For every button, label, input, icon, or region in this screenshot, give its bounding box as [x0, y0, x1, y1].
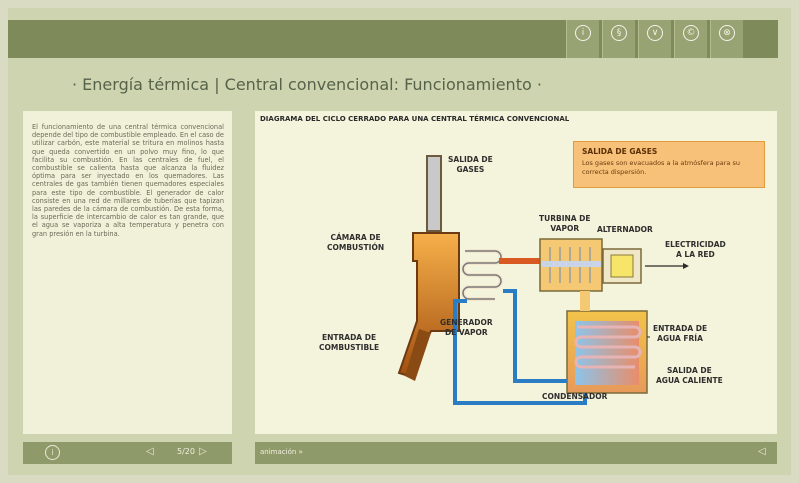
close-icon: ⊗ [719, 25, 735, 41]
water-loop [453, 299, 587, 405]
label-generador: GENERADOR DE VAPOR [440, 318, 493, 337]
info-box-title: SALIDA DE GASES [582, 147, 658, 156]
description-text: El funcionamiento de una central térmica… [32, 123, 224, 238]
power-plant-diagram [397, 155, 689, 405]
label-alternador: ALTERNADOR [597, 225, 653, 234]
page-indicator: 5/20 [177, 447, 195, 456]
page-title: · Energía térmica | Central convencional… [72, 75, 542, 94]
label-entrada-combustible: ENTRADA DE COMBUSTIBLE [319, 333, 380, 352]
close-button[interactable]: ⊗ [710, 20, 743, 58]
next-page-button[interactable]: ▷ [199, 446, 207, 457]
chimney [426, 155, 442, 232]
help-icon: ∨ [647, 25, 663, 41]
navigation-bar: i ◁ 5/20 ▷ [23, 442, 232, 464]
info-button[interactable]: i [566, 20, 599, 58]
label-turbina: TURBINA DE VAPOR [539, 214, 591, 233]
settings-button[interactable]: § [602, 20, 635, 58]
help-button[interactable]: ∨ [638, 20, 671, 58]
label-entrada-agua: ENTRADA DE AGUA FRÍA [653, 324, 708, 343]
prev-page-button[interactable]: ◁ [146, 446, 154, 457]
diagram-panel: DIAGRAMA DEL CICLO CERRADO PARA UNA CENT… [255, 111, 777, 434]
label-salida-agua: SALIDA DE AGUA CALIENTE [656, 366, 723, 385]
text-panel: El funcionamiento de una central térmica… [23, 111, 232, 434]
label-condensador: CONDENSADOR [542, 392, 608, 401]
copyright-button[interactable]: © [674, 20, 707, 58]
top-toolbar: i § ∨ © ⊗ [8, 20, 778, 58]
combustion-chamber [397, 232, 460, 378]
label-camara: CÁMARA DE COMBUSTIÓN [327, 233, 385, 252]
animation-bar: animación » ◁ [255, 442, 777, 464]
fuel-inlet [405, 329, 431, 381]
label-electricidad: ELECTRICIDAD A LA RED [665, 240, 726, 259]
animation-link[interactable]: animación » [260, 448, 303, 456]
info-icon[interactable]: i [45, 445, 60, 460]
info-icon: i [575, 25, 591, 41]
gas-info-box: SALIDA DE GASES Los gases son evacuados … [573, 141, 765, 188]
label-salida-gases: SALIDA DE GASES [448, 155, 493, 174]
return-pipe [503, 289, 567, 383]
settings-icon: § [611, 25, 627, 41]
back-button[interactable]: ◁ [758, 446, 766, 457]
condenser-coil [574, 325, 642, 369]
copyright-icon: © [683, 25, 699, 41]
diagram-title: DIAGRAMA DEL CICLO CERRADO PARA UNA CENT… [260, 115, 570, 123]
info-box-text: Los gases son evacuados a la atmósfera p… [582, 159, 740, 176]
